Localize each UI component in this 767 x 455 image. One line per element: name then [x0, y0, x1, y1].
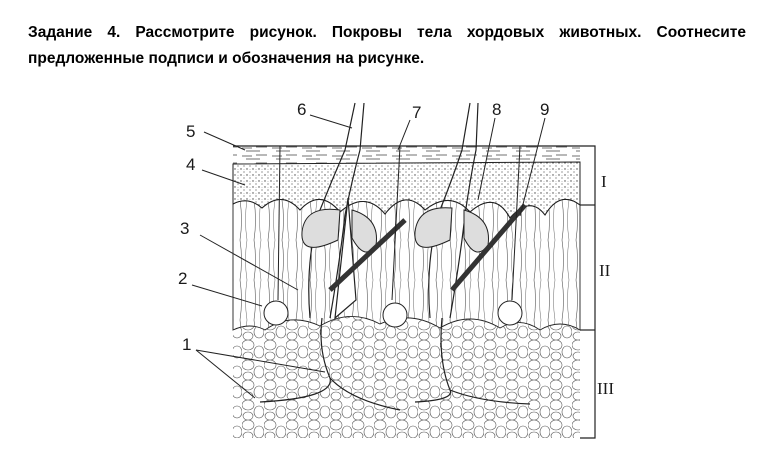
label-7: 7: [412, 103, 421, 122]
label-5: 5: [186, 122, 195, 141]
label-4: 4: [186, 155, 195, 174]
layer-bracket: [580, 145, 596, 439]
horny-layer: [233, 146, 580, 164]
label-8: 8: [492, 100, 501, 119]
layer-label-II: II: [599, 261, 611, 280]
label-3: 3: [180, 219, 189, 238]
label-6: 6: [297, 100, 306, 119]
label-1: 1: [182, 335, 191, 354]
sebaceous-gland-right: [414, 207, 489, 253]
layer-label-I: I: [601, 172, 607, 191]
sweat-gland-coils: [263, 300, 523, 328]
label-2: 2: [178, 269, 187, 288]
sebaceous-gland-left: [301, 208, 377, 253]
subcutaneous-fat-layer: [233, 316, 580, 438]
layer-label-III: III: [597, 379, 614, 398]
label-9: 9: [540, 100, 549, 119]
blood-vessels: [259, 317, 531, 411]
task-text: Задание 4. Рассмотрите рисунок. Покровы …: [28, 24, 746, 67]
